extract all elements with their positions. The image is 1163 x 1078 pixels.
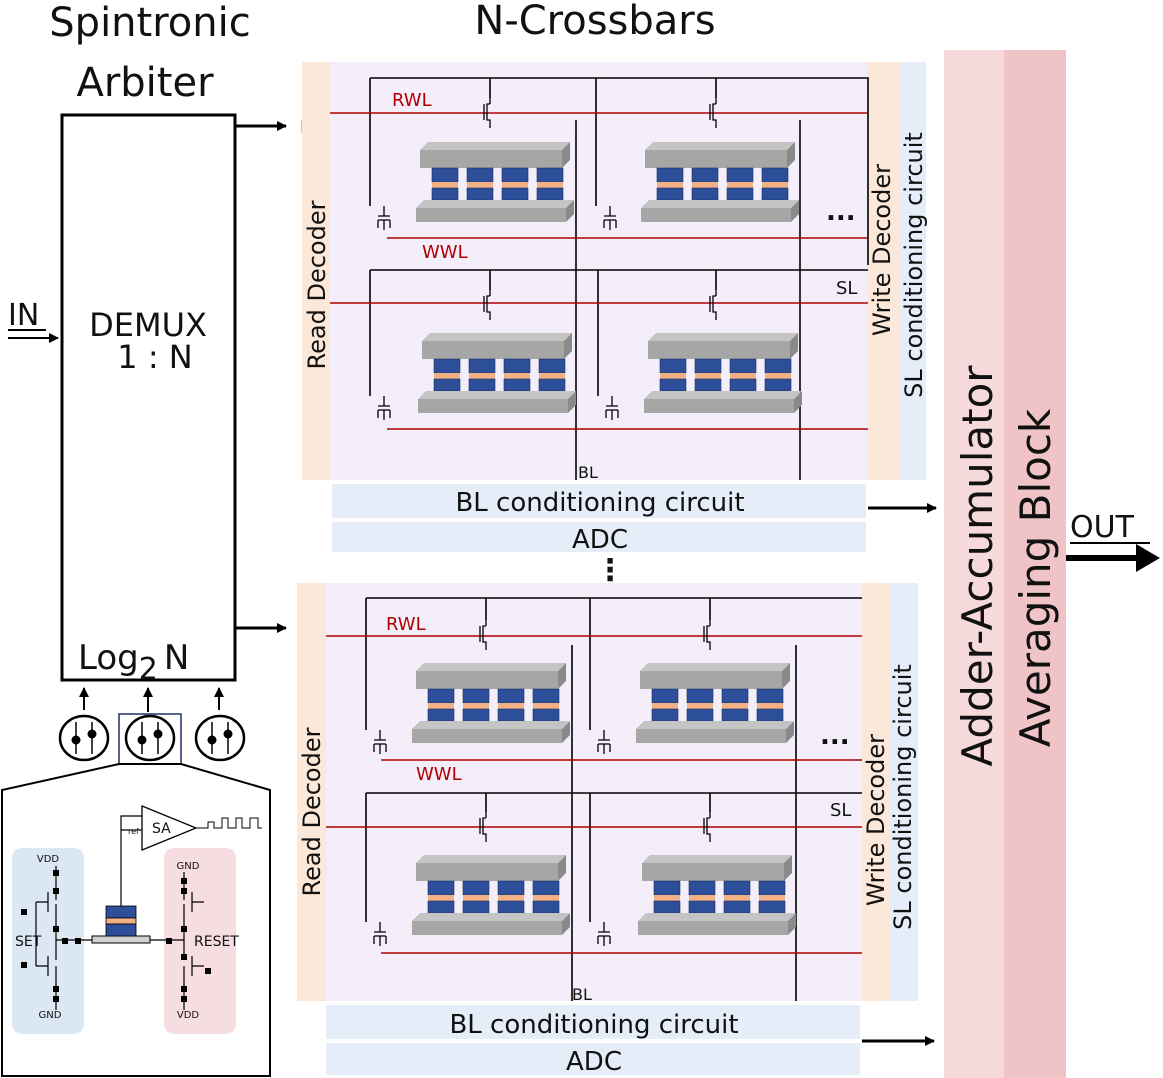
read-decoder-label-2: Read Decoder <box>298 727 326 896</box>
sl-conditioning-panel-2 <box>890 583 918 1001</box>
set-panel <box>12 848 84 1034</box>
adder-accumulator-block <box>944 50 1006 1078</box>
write-decoder-label-2: Write Decoder <box>862 734 890 906</box>
bl-conditioning-panel-1 <box>332 484 866 518</box>
out-label: OUT <box>1070 510 1135 545</box>
access-transistor-1 <box>377 206 391 230</box>
demux-label: DEMUX <box>89 306 207 344</box>
read-transistor-8 <box>703 812 711 842</box>
spintronic-device-1 <box>58 714 110 762</box>
sl-label-2: SL <box>830 800 851 821</box>
adc-label-1: ADC <box>572 525 628 555</box>
mtj-cell-5 <box>412 663 570 743</box>
access-transistor-8 <box>597 922 611 946</box>
read-transistor-1 <box>483 98 491 128</box>
access-transistor-7 <box>373 922 387 946</box>
read-transistor-5 <box>479 620 487 650</box>
crossbar-wiring-2 <box>326 597 862 1001</box>
rwl-label-2: RWL <box>386 614 426 635</box>
write-decoder-panel-1 <box>868 62 900 480</box>
ellipsis-1: ... <box>826 197 856 227</box>
mtj-cell-8 <box>638 855 796 935</box>
averaging-block-label: Averaging Block <box>1011 408 1060 747</box>
mtj-cell-7 <box>412 855 570 935</box>
averaging-block <box>1004 50 1066 1078</box>
input-label: IN <box>8 298 39 333</box>
bl-label-2: BL <box>572 985 592 1004</box>
spintronic-device-2 <box>124 714 176 762</box>
access-transistor-3 <box>377 396 391 420</box>
read-decoder-label-1: Read Decoder <box>303 200 331 369</box>
wwl-label-1: WWL <box>422 242 468 263</box>
arbiter-title-line2: Arbiter <box>76 60 214 106</box>
reset-label: RESET <box>194 934 239 950</box>
mtj-cell-4 <box>644 333 802 413</box>
mtj-cell-2 <box>641 142 799 222</box>
read-transistor-3 <box>483 290 491 320</box>
crossbars-title: N-Crossbars <box>474 0 715 44</box>
read-transistor-7 <box>479 812 487 842</box>
access-transistor-2 <box>603 206 617 230</box>
inset-circuit: VDD GND SET GND VDD RESET <box>1 763 271 1077</box>
reset-vdd-label: VDD <box>177 1010 200 1021</box>
mtj-cells <box>373 98 802 946</box>
adc-panel-2 <box>326 1043 860 1075</box>
read-decoder-panel-1 <box>302 62 332 480</box>
mtj-cell-1 <box>416 142 574 222</box>
bl-conditioning-label-2: BL conditioning circuit <box>449 1010 738 1040</box>
sl-label-1: SL <box>836 278 857 299</box>
sl-conditioning-label-1: SL conditioning circuit <box>900 132 928 398</box>
mtj-cell-3 <box>418 333 576 413</box>
adder-accumulator-label: Adder-Accumulator <box>953 365 1002 767</box>
crossbar-array-2 <box>326 583 862 1001</box>
crossbar-array-1 <box>330 62 868 480</box>
select-arrows <box>79 687 224 712</box>
read-transistor-6 <box>703 620 711 650</box>
wwl-label-2: WWL <box>416 764 462 785</box>
bl-label-1: BL <box>578 463 598 482</box>
adc-panel-1 <box>332 522 866 552</box>
rwl-label-1: RWL <box>392 90 432 111</box>
sa-label: SA <box>152 821 171 837</box>
arbiter-title-line1: Spintronic <box>49 0 250 46</box>
bl-conditioning-label-1: BL conditioning circuit <box>455 488 744 518</box>
read-decoder-panel-2 <box>297 583 327 1001</box>
spintronic-device-3 <box>194 714 246 762</box>
crossbar-wiring-1 <box>330 77 869 480</box>
set-gnd-label: GND <box>39 1010 62 1021</box>
set-vdd-label: VDD <box>37 854 60 865</box>
access-transistor-6 <box>597 730 611 754</box>
write-decoder-label-1: Write Decoder <box>868 164 896 336</box>
ref-label: ref <box>128 827 139 836</box>
demux-ratio: 1 : N <box>117 338 192 376</box>
out-arrow <box>1136 544 1160 572</box>
access-transistor-4 <box>605 396 619 420</box>
read-transistor-2 <box>709 98 717 128</box>
vertical-ellipsis: ⋮ <box>595 553 625 588</box>
sense-amp-icon <box>141 805 198 851</box>
mtj-cell-6 <box>636 663 794 743</box>
reset-gnd-label: GND <box>177 861 200 872</box>
read-transistor-4 <box>709 290 717 320</box>
ellipsis-2: ... <box>820 721 850 751</box>
sl-conditioning-panel-1 <box>900 62 926 480</box>
sl-conditioning-label-2: SL conditioning circuit <box>889 664 917 930</box>
demux-block <box>60 113 237 682</box>
bl-conditioning-panel-2 <box>326 1005 860 1039</box>
access-transistor-5 <box>373 730 387 754</box>
set-label: SET <box>15 934 42 950</box>
write-decoder-panel-2 <box>862 583 890 1001</box>
adc-label-2: ADC <box>566 1047 622 1077</box>
